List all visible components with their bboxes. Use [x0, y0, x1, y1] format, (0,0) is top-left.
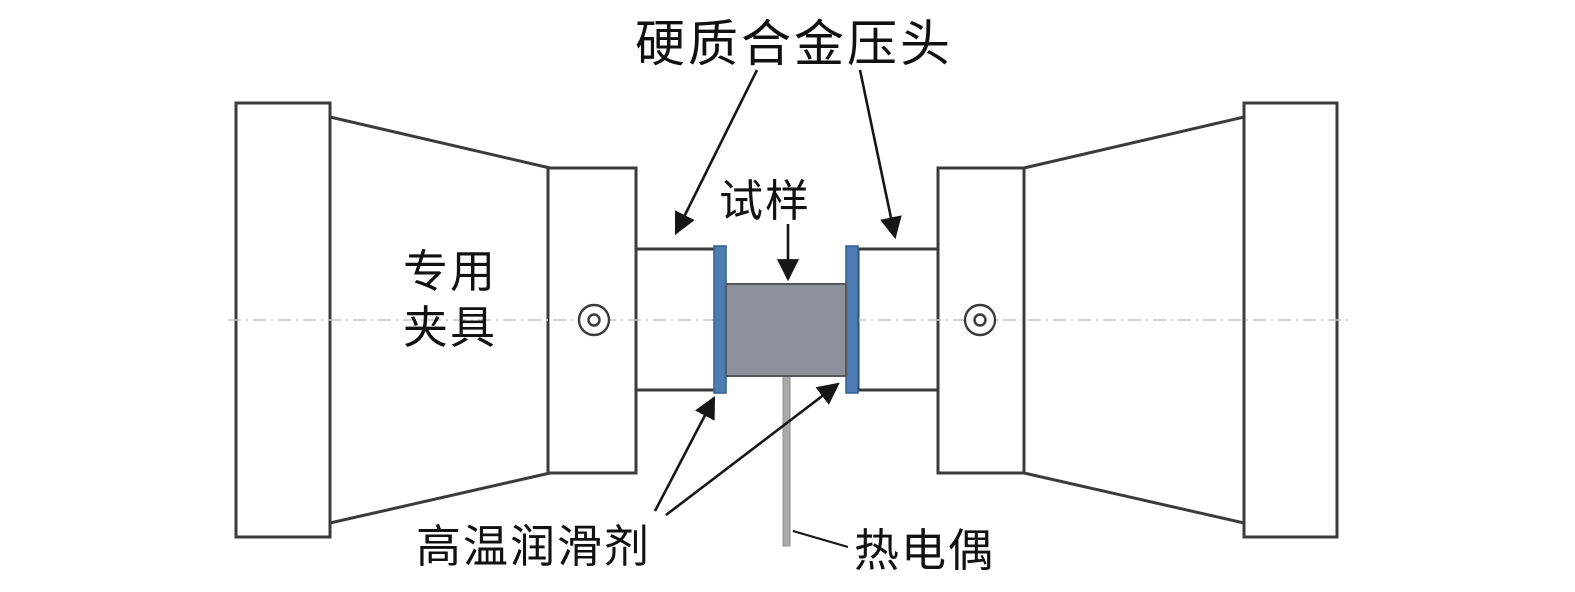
fixture-label-line1: 专用: [402, 247, 497, 297]
lubricant-arrow-right: [665, 382, 840, 517]
left-bolt-icon: [587, 313, 601, 327]
lubricant-label: 高温润滑剂: [416, 522, 652, 572]
left-lubricant-strip: [713, 245, 727, 394]
right-lubricant-strip: [845, 245, 859, 394]
thermocouple-rod: [782, 373, 791, 547]
fixture-label-line2: 夹具: [402, 303, 497, 354]
fixture-label: 专用 夹具: [376, 244, 524, 357]
lubricant-arrow-left: [653, 396, 716, 512]
specimen-label: 试样: [719, 177, 811, 226]
specimen-block: [725, 283, 847, 377]
thermocouple-leader-line: [792, 529, 849, 549]
indenter-label: 硬质合金压头: [635, 16, 953, 72]
right-bolt-icon: [973, 313, 987, 327]
indenter-arrow-left: [674, 69, 759, 235]
thermocouple-label: 热电偶: [854, 526, 996, 576]
indenter-arrow-right: [858, 69, 902, 240]
